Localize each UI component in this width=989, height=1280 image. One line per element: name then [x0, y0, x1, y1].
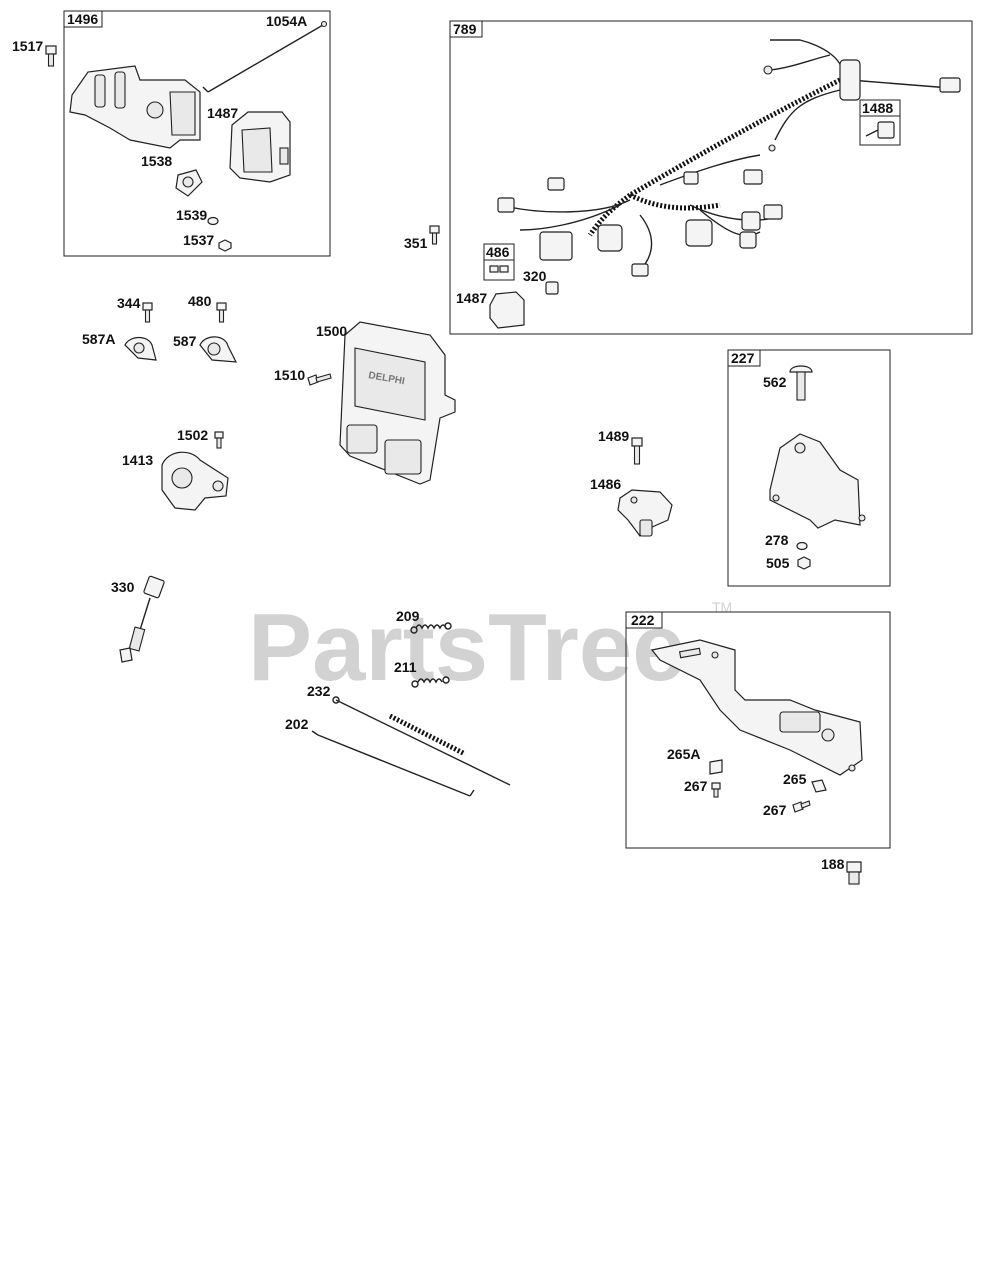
label-278: 278 [765, 532, 789, 548]
box-1488: 1488 [859, 99, 901, 146]
label-267-a: 267 [684, 778, 708, 794]
wire-harness-part [497, 39, 961, 277]
map-sensor-part [617, 489, 673, 537]
throttle-sensor-part [161, 451, 229, 511]
screw-part-267a [711, 782, 721, 798]
actuator-part-2 [489, 291, 525, 329]
box-1496: 1496 [63, 10, 331, 257]
spring-part-211 [411, 676, 450, 688]
label-211: 211 [394, 659, 417, 675]
label-1510: 1510 [274, 367, 305, 383]
box-label-1496: 1496 [67, 11, 98, 27]
control-bracket-part [650, 639, 863, 776]
rod-part [202, 20, 328, 93]
label-344: 344 [117, 295, 141, 311]
box-789: 789 [449, 20, 973, 335]
clip-part-265 [811, 779, 827, 793]
label-480: 480 [188, 293, 212, 309]
box-227: 227 [727, 349, 891, 587]
label-209: 209 [396, 608, 420, 624]
washer-part [207, 216, 219, 226]
box-label-222: 222 [631, 612, 655, 628]
box-label-227: 227 [731, 350, 755, 366]
box-486: 486 [483, 243, 515, 281]
box-222: 222 [625, 611, 891, 849]
bolt-part-188 [846, 861, 862, 885]
label-1489: 1489 [598, 428, 629, 444]
label-330: 330 [111, 579, 135, 595]
bracket-part-227 [769, 433, 866, 529]
screw-part-1502 [214, 431, 224, 449]
label-188: 188 [821, 856, 845, 872]
label-1487: 1487 [207, 105, 238, 121]
throttle-bracket-part [69, 65, 201, 149]
label-351: 351 [404, 235, 428, 251]
oxygen-sensor-part [119, 575, 165, 663]
watermark-tm: TM [712, 599, 732, 615]
label-320: 320 [523, 268, 547, 284]
label-1539: 1539 [176, 207, 207, 223]
label-1500: 1500 [316, 323, 347, 339]
label-265: 265 [783, 771, 807, 787]
nut-part [218, 239, 232, 252]
box-label-789: 789 [453, 21, 477, 37]
link-rod-part [311, 730, 475, 797]
label-587A: 587A [82, 331, 115, 347]
governor-spring-part [332, 696, 511, 786]
label-232: 232 [307, 683, 331, 699]
actuator-part [229, 111, 291, 183]
label-1502: 1502 [177, 427, 208, 443]
label-1487-b: 1487 [456, 290, 487, 306]
nut-part-505 [797, 556, 811, 570]
ecu-module-part: DELPHI [339, 321, 456, 485]
label-505: 505 [766, 555, 790, 571]
label-1537: 1537 [183, 232, 214, 248]
connector-part [545, 281, 559, 295]
screw-part-344 [142, 302, 153, 323]
screw-part-1489 [631, 437, 643, 465]
screw-part-1510 [307, 373, 332, 386]
screw-part-351 [429, 225, 440, 245]
label-267-b: 267 [763, 802, 787, 818]
screw-part-267b [792, 800, 811, 813]
label-1413: 1413 [122, 452, 153, 468]
clamp-part-587A [124, 336, 157, 361]
bushing-part [175, 169, 203, 197]
label-1517: 1517 [12, 38, 43, 54]
label-202: 202 [285, 716, 309, 732]
label-1538: 1538 [141, 153, 172, 169]
label-562: 562 [763, 374, 787, 390]
label-1486: 1486 [590, 476, 621, 492]
screw-part [45, 45, 57, 67]
box-label-1488: 1488 [862, 100, 893, 116]
label-265A: 265A [667, 746, 700, 762]
screw-part-480 [216, 302, 227, 323]
bolt-part-562 [789, 365, 813, 401]
clamp-part-587 [199, 336, 238, 363]
label-587: 587 [173, 333, 197, 349]
box-label-486: 486 [486, 244, 510, 260]
label-1054A: 1054A [266, 13, 307, 29]
clip-part-265A [709, 759, 723, 775]
watermark: PartsTree [248, 594, 686, 701]
washer-part-278 [796, 541, 808, 551]
spring-part-209 [410, 622, 452, 634]
